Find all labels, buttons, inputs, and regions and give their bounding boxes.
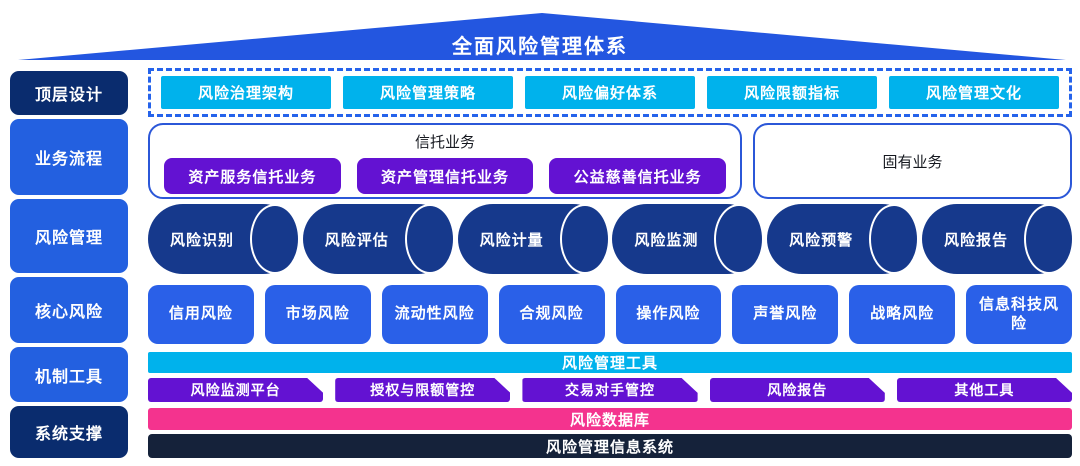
process-label: 风险监测 [634, 231, 699, 249]
core-risk-strategic: 战略风险 [849, 285, 956, 344]
sidebar-item-risk-mgmt: 风险管理 [10, 199, 128, 273]
process-cylinder-assess: 风险评估 [302, 204, 455, 274]
sidebar-item-core-risks: 核心风险 [10, 277, 128, 343]
process-label: 风险识别 [169, 231, 234, 249]
process-label: 风险预警 [789, 231, 854, 249]
trust-item-charity: 公益慈善信托业务 [549, 158, 727, 194]
cylinder-cap-shape [869, 204, 920, 274]
cylinder-cap-shape [1023, 204, 1074, 274]
cylinder-cap-shape [559, 204, 610, 274]
tool-counterparty: 交易对手管控 [522, 378, 697, 402]
trust-item-asset-mgmt: 资产管理信托业务 [356, 158, 534, 194]
core-risks-row: 信用风险 市场风险 流动性风险 合规风险 操作风险 声誉风险 战略风险 信息科技… [148, 285, 1072, 344]
trust-business-title: 信托业务 [414, 134, 475, 151]
sidebar-item-top-design: 顶层设计 [10, 71, 128, 115]
process-cylinder-report: 风险报告 [921, 204, 1074, 274]
sidebar-item-business: 业务流程 [10, 119, 128, 195]
core-risk-compliance: 合规风险 [498, 285, 605, 344]
process-cylinder-monitor: 风险监测 [612, 204, 765, 274]
tools-row: 风险监测平台 授权与限额管控 交易对手管控 风险报告 其他工具 [148, 378, 1072, 402]
trust-business-group: 信托业务 资产服务信托业务 资产管理信托业务 公益慈善信托业务 [148, 123, 742, 199]
process-cylinder-measure: 风险计量 [457, 204, 610, 274]
process-row: 风险识别 风险评估 风险计量 风险监测 风险预警 风险报告 [148, 204, 1074, 274]
core-risk-market: 市场风险 [264, 285, 371, 344]
sidebar-item-support: 系统支撑 [10, 406, 128, 458]
core-risk-reputation: 声誉风险 [732, 285, 839, 344]
top-design-box-limits: 风险限额指标 [707, 76, 877, 109]
core-risk-liquidity: 流动性风险 [381, 285, 488, 344]
core-risk-operational: 操作风险 [615, 285, 722, 344]
cylinder-cap-shape [250, 204, 300, 274]
top-design-dashed-group: 风险治理架构 风险管理策略 风险偏好体系 风险限额指标 风险管理文化 [148, 68, 1072, 117]
risk-database-bar: 风险数据库 [148, 408, 1072, 430]
risk-info-system-bar: 风险管理信息系统 [148, 434, 1072, 458]
cylinder-cap-shape [714, 204, 765, 274]
core-risk-credit: 信用风险 [148, 285, 254, 344]
top-design-box-appetite: 风险偏好体系 [525, 76, 695, 109]
process-cylinder-warn: 风险预警 [767, 204, 920, 274]
tool-limit-control: 授权与限额管控 [335, 378, 510, 402]
top-design-box-governance: 风险治理架构 [161, 76, 331, 109]
core-risk-it: 信息科技风险 [966, 285, 1072, 344]
trust-item-asset-service: 资产服务信托业务 [164, 158, 341, 194]
tool-risk-report: 风险报告 [710, 378, 885, 402]
process-cylinder-identify: 风险识别 [148, 204, 300, 274]
process-label: 风险报告 [943, 231, 1008, 249]
process-label: 风险评估 [324, 231, 389, 249]
sidebar-item-tools: 机制工具 [10, 347, 128, 402]
tool-monitor-platform: 风险监测平台 [148, 378, 323, 402]
inherent-business-box: 固有业务 [753, 123, 1072, 199]
tool-other: 其他工具 [897, 378, 1072, 402]
top-design-box-strategy: 风险管理策略 [343, 76, 513, 109]
tools-bar: 风险管理工具 [148, 352, 1072, 373]
top-design-box-culture: 风险管理文化 [889, 76, 1059, 109]
process-label: 风险计量 [479, 231, 544, 249]
diagram-title: 全面风险管理体系 [452, 36, 628, 58]
cylinder-cap-shape [404, 204, 455, 274]
